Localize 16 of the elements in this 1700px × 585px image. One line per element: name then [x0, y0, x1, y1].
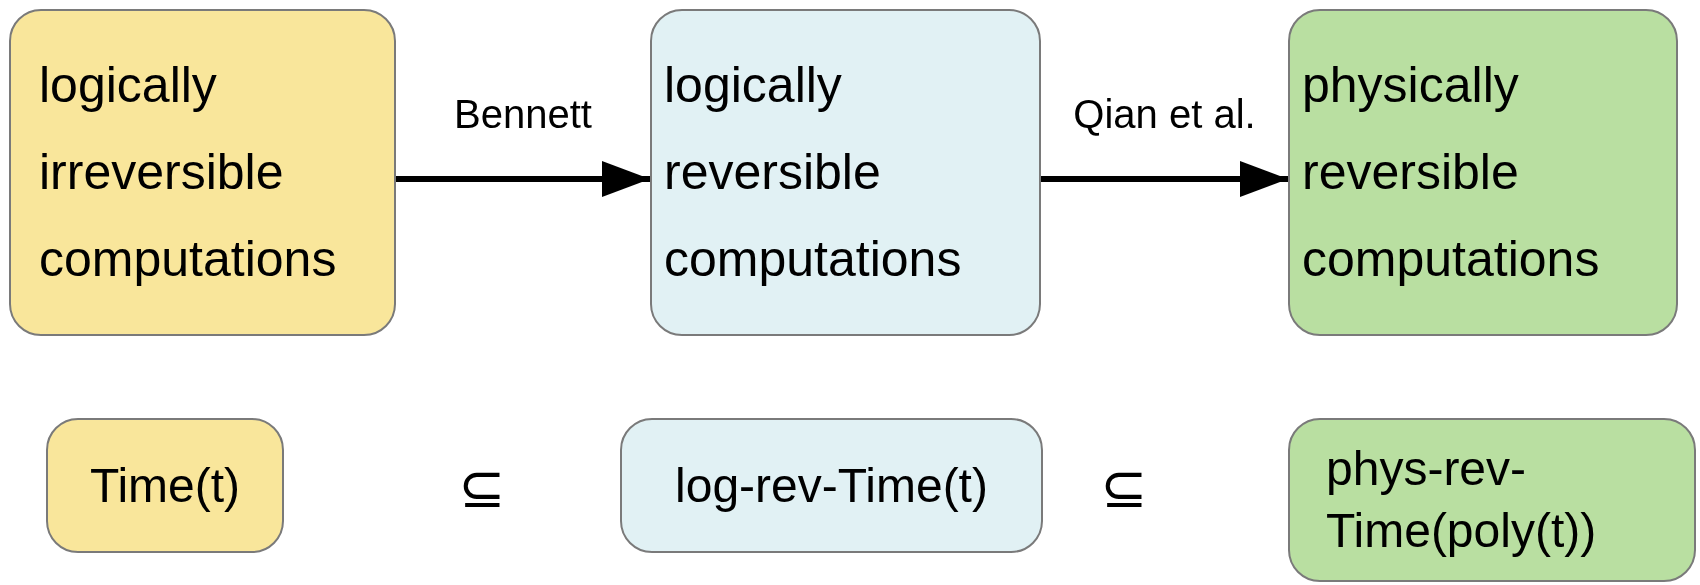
rounded-box [650, 9, 1041, 336]
rounded-box [46, 418, 284, 553]
subset-symbol: ⊆ [458, 456, 506, 520]
box-text: log-rev-Time(t) [675, 457, 988, 514]
rounded-box [1288, 9, 1678, 336]
rounded-box [1288, 418, 1696, 582]
box-text: Time(t) [89, 457, 241, 514]
arrow [1041, 161, 1288, 197]
box-text: physically reversible computations [1302, 56, 1601, 289]
box-text: logically irreversible computations [39, 56, 338, 289]
box-text: phys-rev-Time(poly(t)) [1326, 441, 1598, 559]
arrow [396, 161, 650, 197]
box-text: logically reversible computations [664, 56, 963, 289]
subset-symbol: ⊆ [1100, 456, 1148, 520]
rounded-box [620, 418, 1043, 553]
rounded-box [9, 9, 396, 336]
